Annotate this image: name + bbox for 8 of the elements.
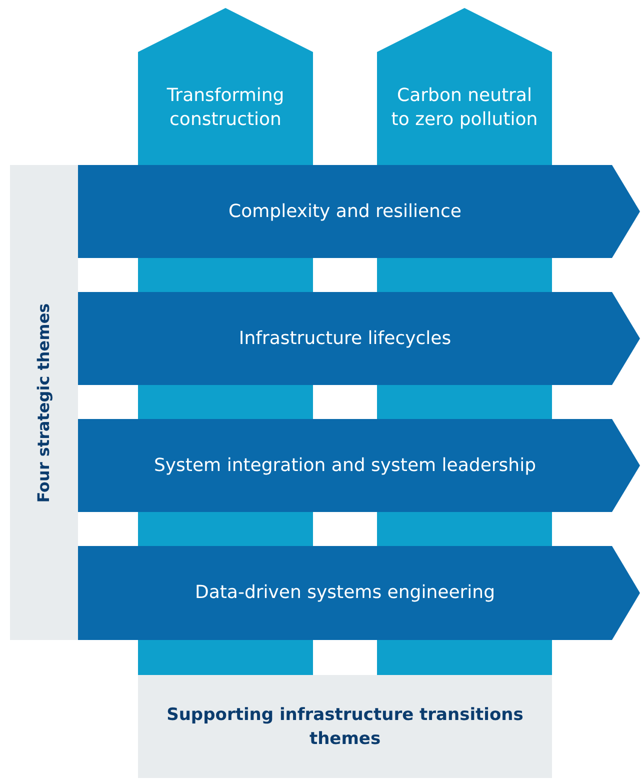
arrow-label: Carbon neutral to zero pollution (390, 84, 539, 132)
arrow-label: Complexity and resilience (228, 200, 462, 224)
panel-heading: Supporting infrastructure transitions themes (166, 704, 524, 750)
arrow-label: Transforming construction (166, 84, 286, 132)
arrow-label: Infrastructure lifecycles (238, 326, 452, 350)
side-heading: Four strategic themes (33, 302, 54, 504)
arrow-label: Data-driven systems engineering (194, 581, 496, 605)
arrow-label: System integration and system leadership (154, 454, 536, 478)
